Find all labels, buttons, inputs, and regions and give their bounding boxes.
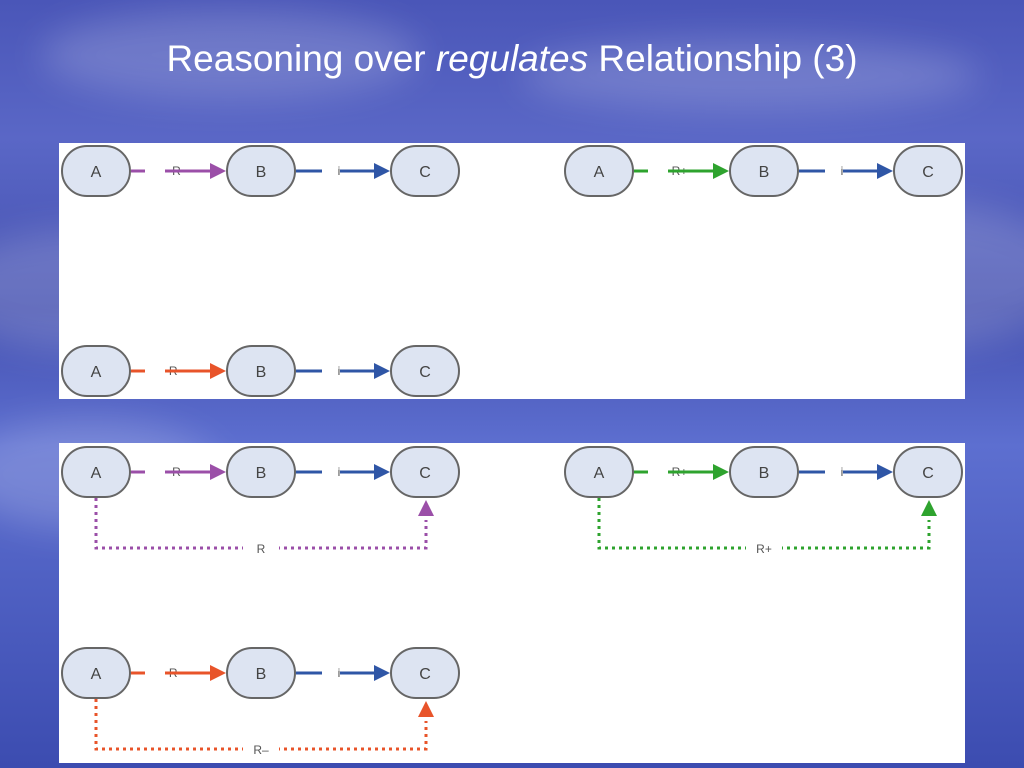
edge-bc-label: i <box>338 164 341 178</box>
title-italic: regulates <box>435 38 589 79</box>
node-b <box>226 647 296 699</box>
node-c <box>893 446 963 498</box>
node-c <box>390 647 460 699</box>
node-b-label: B <box>256 364 267 381</box>
node-a <box>564 145 634 197</box>
node-a-label: A <box>594 465 605 482</box>
node-a-label: A <box>91 465 102 482</box>
node-b-label: B <box>759 465 770 482</box>
node-c-label: C <box>419 164 431 181</box>
edge-bc-label: i <box>841 164 844 178</box>
node-b-label: B <box>256 465 267 482</box>
edge-ac-label-bg <box>746 539 782 557</box>
edge-bc-label: i <box>338 465 341 479</box>
node-c-label: C <box>922 164 934 181</box>
edge-ac-inferred-label: R– <box>253 743 269 757</box>
node-c <box>893 145 963 197</box>
edge-ab-arrowhead <box>210 163 226 179</box>
node-a-label: A <box>91 364 102 381</box>
edge-ac-inferred-label: R+ <box>756 542 772 556</box>
edge-bc-arrowhead <box>374 665 390 681</box>
node-a-label: A <box>91 164 102 181</box>
node-b <box>729 446 799 498</box>
edge-ab-arrowhead <box>713 464 729 480</box>
edge-ac-label-bg <box>243 539 279 557</box>
edge-ab-arrowhead <box>210 464 226 480</box>
edge-ac-inferred-arrowhead <box>418 701 434 717</box>
edge-bc-arrowhead <box>374 163 390 179</box>
title-suffix: Relationship (3) <box>588 38 858 79</box>
edge-bc-label: i <box>338 364 341 378</box>
node-b-label: B <box>256 164 267 181</box>
diagram-4: RiRABC <box>61 446 460 557</box>
edge-bc-label: i <box>338 666 341 680</box>
node-b <box>226 345 296 397</box>
edge-ac-inferred-path <box>94 498 428 550</box>
edge-bc-arrowhead <box>374 464 390 480</box>
node-a <box>61 647 131 699</box>
edge-bc-arrowhead <box>877 163 893 179</box>
node-a <box>61 446 131 498</box>
node-b <box>226 145 296 197</box>
node-b <box>729 145 799 197</box>
node-c <box>390 345 460 397</box>
diagram-1: RiABC <box>61 145 460 197</box>
node-c <box>390 446 460 498</box>
node-b <box>226 446 296 498</box>
edge-ac-inferred-path <box>94 699 428 751</box>
edge-ac-inferred-label: R <box>257 542 266 556</box>
slide-title: Reasoning over regulates Relationship (3… <box>0 36 1024 82</box>
edge-bc-arrowhead <box>877 464 893 480</box>
node-a-label: A <box>594 164 605 181</box>
node-a <box>61 345 131 397</box>
edge-bc-label: i <box>841 465 844 479</box>
edge-ac-inferred-path <box>597 498 931 550</box>
edge-ac-label-bg <box>243 740 279 758</box>
node-a-label: A <box>91 666 102 683</box>
title-prefix: Reasoning over <box>166 38 436 79</box>
node-b-label: B <box>759 164 770 181</box>
node-a <box>564 446 634 498</box>
edge-ab-arrowhead <box>210 363 226 379</box>
node-a <box>61 145 131 197</box>
node-c-label: C <box>419 364 431 381</box>
edge-ac-inferred-arrowhead <box>921 500 937 516</box>
edge-ab-arrowhead <box>210 665 226 681</box>
node-c-label: C <box>922 465 934 482</box>
edge-bc-arrowhead <box>374 363 390 379</box>
node-b-label: B <box>256 666 267 683</box>
edge-ab-arrowhead <box>713 163 729 179</box>
edge-ac-inferred-arrowhead <box>418 500 434 516</box>
node-c <box>390 145 460 197</box>
node-c-label: C <box>419 465 431 482</box>
node-c-label: C <box>419 666 431 683</box>
